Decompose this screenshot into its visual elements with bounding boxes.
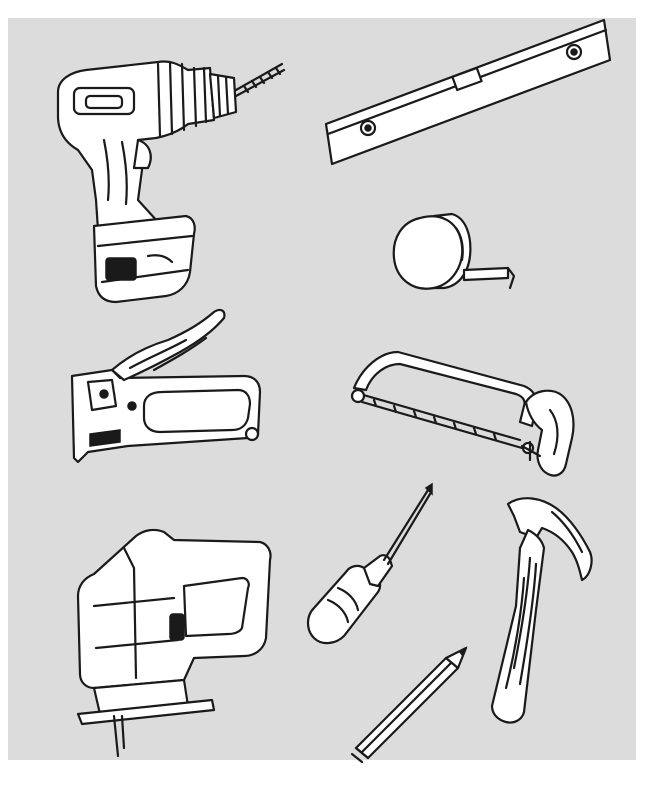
staple-gun-icon — [68, 306, 278, 472]
screwdriver-icon — [298, 480, 448, 650]
jigsaw-icon — [74, 528, 284, 760]
level-icon — [322, 16, 612, 166]
drill-icon — [38, 50, 288, 310]
hacksaw-icon — [344, 344, 594, 482]
pencil-icon — [348, 644, 472, 762]
tape-measure-icon — [390, 208, 520, 298]
hammer-icon — [478, 488, 608, 728]
